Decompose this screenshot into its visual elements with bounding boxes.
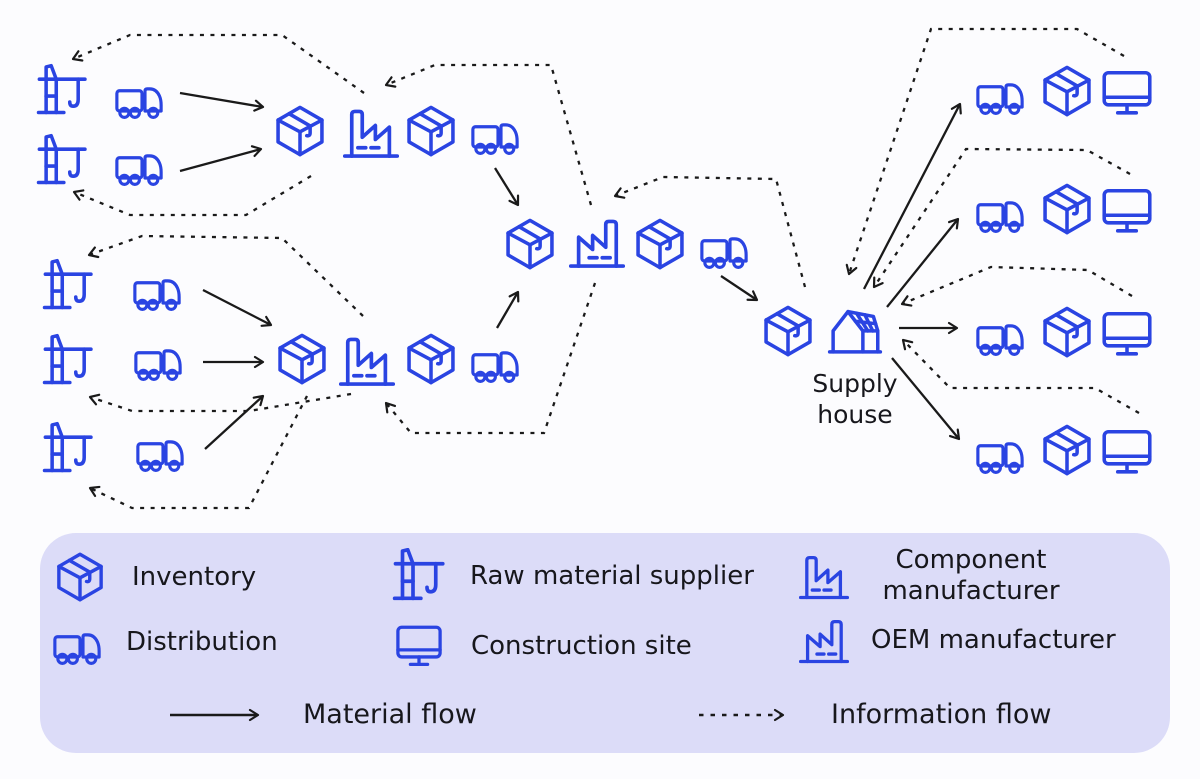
- construction-site-row-2: [978, 183, 1152, 235]
- raw-material-supplier-icon: [42, 333, 93, 385]
- material-flow-arrow: [494, 167, 520, 207]
- information-flow-arrow: [900, 265, 1133, 307]
- legend-material-flow: Material flow: [166, 699, 477, 730]
- distribution-icon: [473, 353, 517, 382]
- information-flow-arrow: [87, 234, 364, 317]
- distribution-icon: [978, 444, 1022, 473]
- component-manufacturer-node-top: [276, 105, 517, 158]
- raw-material-supplier-icon: [392, 547, 448, 605]
- oem-manufacturer-node: [506, 218, 746, 270]
- supply-house-node: [764, 305, 883, 357]
- information-flow-arrow: [901, 338, 1140, 414]
- information-flow-arrow: [71, 33, 365, 94]
- supply-house-label: Supply house: [812, 369, 898, 429]
- information-flow-arrow: [872, 147, 1131, 289]
- supplier-cluster-mid: [42, 258, 183, 473]
- legend-item-label: OEM manufacturer: [871, 625, 1116, 655]
- information-flow-arrow: [72, 175, 312, 217]
- information-flow-arrow: [845, 27, 1125, 276]
- inventory-icon: [276, 105, 324, 157]
- legend-item-label: Component manufacturer: [882, 545, 1060, 607]
- information-flow-arrow: [384, 282, 597, 435]
- construction-site-icon: [1102, 70, 1152, 115]
- legend-item-construction-site: Construction site: [393, 621, 692, 671]
- distribution-icon: [978, 326, 1022, 355]
- inventory-icon: [1043, 424, 1091, 476]
- distribution-icon: [138, 442, 182, 471]
- distribution-icon: [136, 351, 180, 380]
- legend-item-component-manufacturer: Component manufacturer: [799, 545, 1071, 607]
- legend-item-distribution: Distribution: [46, 618, 278, 666]
- legend-item-inventory: Inventory: [54, 549, 256, 605]
- raw-material-supplier-icon: [42, 421, 93, 473]
- oem-manufacturer-icon: [569, 219, 625, 268]
- component-manufacturer-node-bottom: [278, 333, 517, 386]
- information-flow-arrow: [88, 395, 309, 510]
- legend-item-label: Inventory: [132, 562, 257, 592]
- material-flow-arrow: [720, 275, 759, 302]
- inventory-icon: [407, 333, 455, 385]
- inventory-icon: [1043, 65, 1091, 117]
- material-flow-arrow: [170, 708, 260, 721]
- material-flow-arrow: [496, 290, 520, 329]
- distribution-icon: [702, 239, 746, 268]
- raw-material-supplier-icon: [36, 63, 87, 115]
- construction-site-icon: [393, 621, 445, 671]
- material-flow-arrow: [202, 288, 273, 327]
- distribution-icon: [978, 203, 1022, 232]
- distribution-icon: [473, 125, 517, 154]
- information-flow-arrow: [613, 175, 807, 288]
- raw-material-supplier-icon: [36, 133, 87, 185]
- information-flow-arrow: [384, 63, 593, 206]
- construction-site-icon: [1102, 188, 1152, 233]
- legend-item-label: Construction site: [471, 631, 692, 661]
- legend-item-oem-manufacturer: OEM manufacturer: [799, 612, 1116, 668]
- inventory-icon: [278, 333, 326, 385]
- legend-item-label: Distribution: [126, 627, 278, 657]
- legend-information-flow: Information flow: [695, 699, 1051, 730]
- distribution-icon: [117, 89, 161, 118]
- component-manufacturer-icon: [339, 337, 395, 386]
- information-flow-arrow: [699, 708, 785, 721]
- inventory-icon: [54, 549, 106, 605]
- legend-flow-label: Information flow: [831, 699, 1052, 730]
- material-flow-arrow: [179, 145, 263, 173]
- material-flow-arrows: [179, 91, 962, 450]
- legend-item-raw-material-supplier: Raw material supplier: [392, 547, 754, 605]
- inventory-icon: [764, 305, 812, 357]
- distribution-icon: [117, 156, 161, 185]
- material-flow-arrow: [886, 217, 960, 308]
- inventory-icon: [407, 105, 455, 157]
- inventory-icon: [636, 218, 684, 270]
- component-manufacturer-icon: [799, 548, 849, 604]
- legend-flow-label: Material flow: [303, 699, 477, 730]
- information-flow-arrow: [88, 392, 352, 413]
- distribution-icon: [978, 85, 1022, 114]
- distribution-icon: [46, 618, 108, 666]
- construction-site-icon: [1102, 311, 1152, 356]
- inventory-icon: [1043, 183, 1091, 235]
- inventory-icon: [506, 218, 554, 270]
- information-flow-arrows: [71, 27, 1140, 510]
- material-flow-arrow: [891, 357, 961, 441]
- oem-manufacturer-icon: [799, 612, 849, 668]
- legend-panel: Inventory Distribution Raw material supp…: [40, 533, 1170, 753]
- construction-site-row-1: [978, 65, 1152, 117]
- construction-site-row-3: [978, 306, 1152, 358]
- material-flow-arrow: [204, 394, 265, 450]
- inventory-icon: [1043, 306, 1091, 358]
- supplier-cluster-top: [36, 63, 162, 185]
- distribution-icon: [135, 281, 179, 310]
- construction-site-icon: [1102, 429, 1152, 474]
- material-flow-arrow: [862, 102, 962, 290]
- material-flow-arrow: [179, 91, 265, 112]
- component-manufacturer-icon: [343, 109, 399, 158]
- construction-site-row-4: [978, 424, 1152, 476]
- raw-material-supplier-icon: [42, 258, 93, 310]
- supply-house-icon: [827, 309, 883, 354]
- legend-item-label: Raw material supplier: [470, 561, 754, 591]
